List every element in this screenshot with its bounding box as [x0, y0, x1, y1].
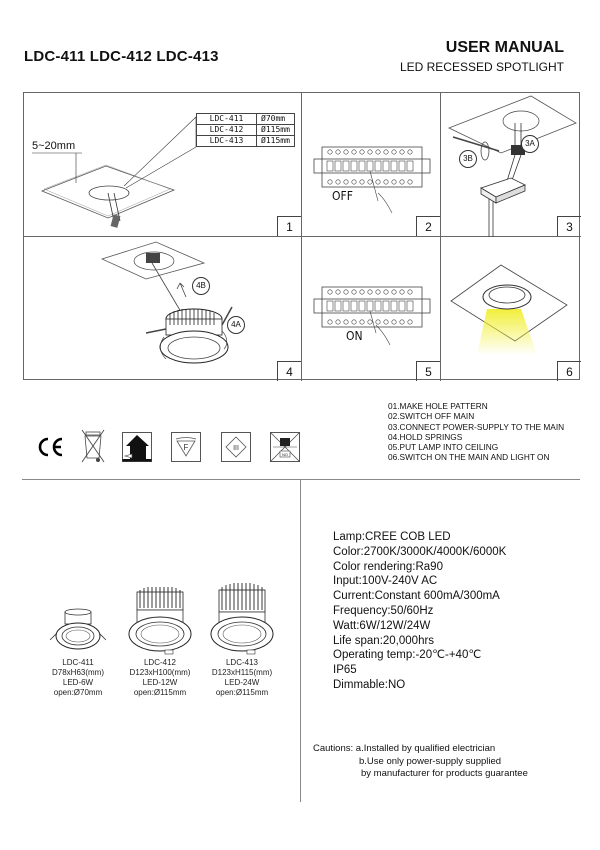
column-divider	[300, 479, 301, 802]
step-panel-5: ON 5	[302, 237, 441, 381]
list-item: 03.CONNECT POWER-SUPPLY TO THE MAIN	[388, 421, 565, 432]
product-power: LED-24W	[224, 678, 260, 687]
class-iii-icon: III	[221, 432, 251, 462]
weee-bin-icon	[81, 429, 105, 463]
model-title: LDC-411 LDC-412 LDC-413	[24, 48, 219, 65]
manual-title: USER MANUAL	[445, 39, 564, 56]
list-item: 06.SWITCH ON THE MAIN AND LIGHT ON	[388, 452, 550, 463]
callout-4a: 4A	[227, 316, 245, 334]
connect-power-supply-icon	[447, 95, 577, 237]
ce-mark-icon	[38, 437, 63, 457]
product-power: LED-12W	[142, 678, 178, 687]
step-panel-6: 6	[441, 237, 581, 381]
product-opening: open:Ø115mm	[215, 688, 269, 697]
caution-b: b.Use only power-supply supplied	[359, 755, 502, 767]
product-opening: open:Ø115mm	[133, 688, 187, 697]
spec-watt: Watt:6W/12W/24W	[333, 619, 431, 632]
lamp-small-icon	[49, 608, 107, 650]
callout-3b: 3B	[459, 150, 477, 168]
product-ldc-412: LDC-412 D123xH100(mm) LED-12W open:Ø115m…	[116, 586, 204, 698]
list-item: 02.SWITCH OFF MAIN	[388, 411, 475, 422]
svg-text:F: F	[184, 443, 189, 452]
lamp-large-icon	[210, 583, 274, 655]
product-dimensions: D123xH115(mm)	[211, 668, 273, 677]
svg-text:III: III	[233, 445, 239, 452]
step-number: 1	[277, 216, 301, 236]
step-panel-3: 3A 3B 3	[441, 93, 581, 237]
manual-subtitle: LED RECESSED SPOTLIGHT	[399, 60, 564, 74]
product-model: LDC-411	[62, 658, 94, 667]
breaker-panel-on-icon	[313, 286, 431, 346]
product-opening: open:Ø70mm	[53, 688, 103, 697]
insert-lamp-springs-icon	[100, 241, 233, 364]
product-dimensions: D123xH100(mm)	[129, 668, 191, 677]
spec-dimmable: Dimmable:NO	[333, 678, 406, 691]
caution-b-continued: by manufacturer for products guarantee	[361, 768, 528, 779]
switch-off-label: OFF	[332, 189, 353, 203]
step-number: 5	[416, 361, 440, 381]
indoor-use-icon	[122, 432, 152, 462]
section-divider	[22, 479, 580, 480]
spec-frequency: Frequency:50/60Hz	[333, 604, 434, 617]
step-number: 3	[557, 216, 581, 236]
callout-3a: 3A	[521, 135, 539, 153]
svg-text:NO: NO	[282, 452, 288, 457]
switch-on-label: ON	[346, 329, 363, 343]
product-ldc-411: LDC-411 D78xH63(mm) LED-6W open:Ø70mm	[38, 608, 118, 698]
caution-a: Cautions: a.Installed by qualified elect…	[313, 743, 496, 754]
list-item: 05.PUT LAMP INTO CEILING	[388, 442, 499, 453]
cautions: Cautions: a.Installed by qualified elect…	[313, 743, 528, 781]
specifications: Lamp:CREE COB LED Color:2700K/3000K/4000…	[333, 530, 506, 693]
spec-ip-rating: IP65	[333, 664, 357, 677]
spec-color-rendering: Color rendering:Ra90	[333, 560, 443, 573]
spec-input: Input:100V-240V AC	[333, 575, 438, 588]
step-number: 2	[416, 216, 440, 236]
spec-current: Current:Constant 600mA/300mA	[333, 590, 500, 603]
spec-color: Color:2700K/3000K/4000K/6000K	[333, 545, 507, 558]
step-number: 6	[557, 361, 581, 381]
product-dimensions: D78xH63(mm)	[51, 668, 104, 677]
product-ldc-413: LDC-413 D123xH115(mm) LED-24W open:Ø115m…	[198, 582, 286, 698]
f-mark-icon: F	[171, 432, 201, 462]
spec-lamp: Lamp:CREE COB LED	[333, 531, 451, 543]
depth-label: 5~20mm	[32, 140, 76, 152]
callout-4b: 4B	[192, 277, 210, 295]
spec-life-span: Life span:20,000hrs	[333, 634, 435, 647]
step-number: 4	[277, 361, 301, 381]
installation-steps-list: 01.MAKE HOLE PATTERN 02.SWITCH OFF MAIN …	[388, 401, 564, 463]
product-model: LDC-412	[143, 658, 176, 667]
product-model: LDC-413	[225, 658, 258, 667]
lamp-lit-icon	[450, 264, 568, 355]
list-item: 04.HOLD SPRINGS	[388, 431, 463, 442]
lamp-medium-icon	[128, 587, 192, 655]
spec-operating-temp: Operating temp:-20℃-+40℃	[333, 649, 482, 662]
product-power: LED-6W	[62, 678, 94, 687]
no-insulation-cover-icon: NO	[270, 432, 300, 462]
breaker-panel-off-icon	[313, 146, 431, 214]
step-panel-4: 4B 4A 4	[24, 237, 302, 381]
step-panel-2: OFF 2	[302, 93, 441, 237]
list-item: 01.MAKE HOLE PATTERN	[388, 401, 488, 411]
